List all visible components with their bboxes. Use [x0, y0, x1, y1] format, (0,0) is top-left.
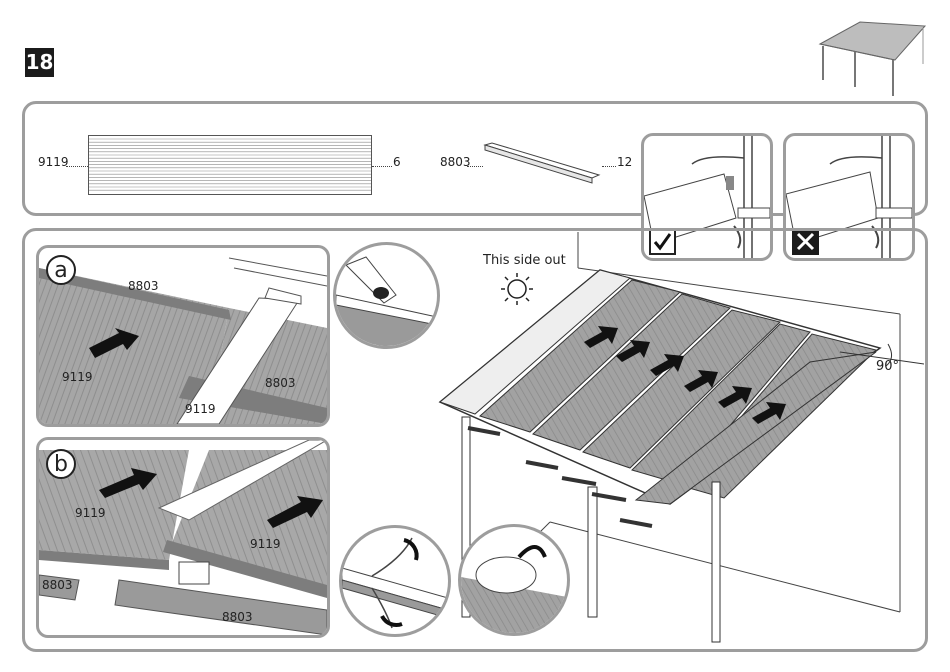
- panel-a-letter: a: [46, 255, 76, 285]
- panel-b-label-9119-left: 9119: [75, 506, 106, 520]
- zoom-detail-peel-sticker: [458, 524, 570, 636]
- profile-8803: [482, 140, 602, 190]
- panel-a-label-8803: 8803: [265, 376, 296, 390]
- leader-line: [467, 166, 483, 167]
- angle-label: 90°: [876, 359, 899, 374]
- detail-panel-a: [36, 245, 330, 427]
- panel-b-label-9119-right: 9119: [250, 537, 281, 551]
- part-qty-9119: 6: [393, 155, 401, 169]
- panel-a-label-top-8803: 8803: [128, 279, 159, 293]
- part-code-9119: 9119: [38, 155, 69, 169]
- panel-a-label-9119-bottom: 9119: [185, 402, 216, 416]
- zoom-detail-peel-film: [339, 525, 451, 637]
- pergola-thumbnail: [815, 12, 930, 97]
- panel-b-label-8803-bottom: 8803: [222, 610, 253, 624]
- leader-line: [602, 166, 616, 167]
- polycarbonate-sheet-9119: [88, 135, 372, 195]
- part-qty-8803: 12: [617, 155, 632, 169]
- step-number-badge: 18: [25, 48, 54, 77]
- part-code-8803: 8803: [440, 155, 471, 169]
- panel-a-label-9119: 9119: [62, 370, 93, 384]
- panel-b-letter: b: [46, 449, 76, 479]
- leader-line: [372, 166, 392, 167]
- detail-panel-b: [36, 437, 330, 638]
- leader-line: [66, 166, 88, 167]
- panel-b-label-8803-left: 8803: [42, 578, 73, 592]
